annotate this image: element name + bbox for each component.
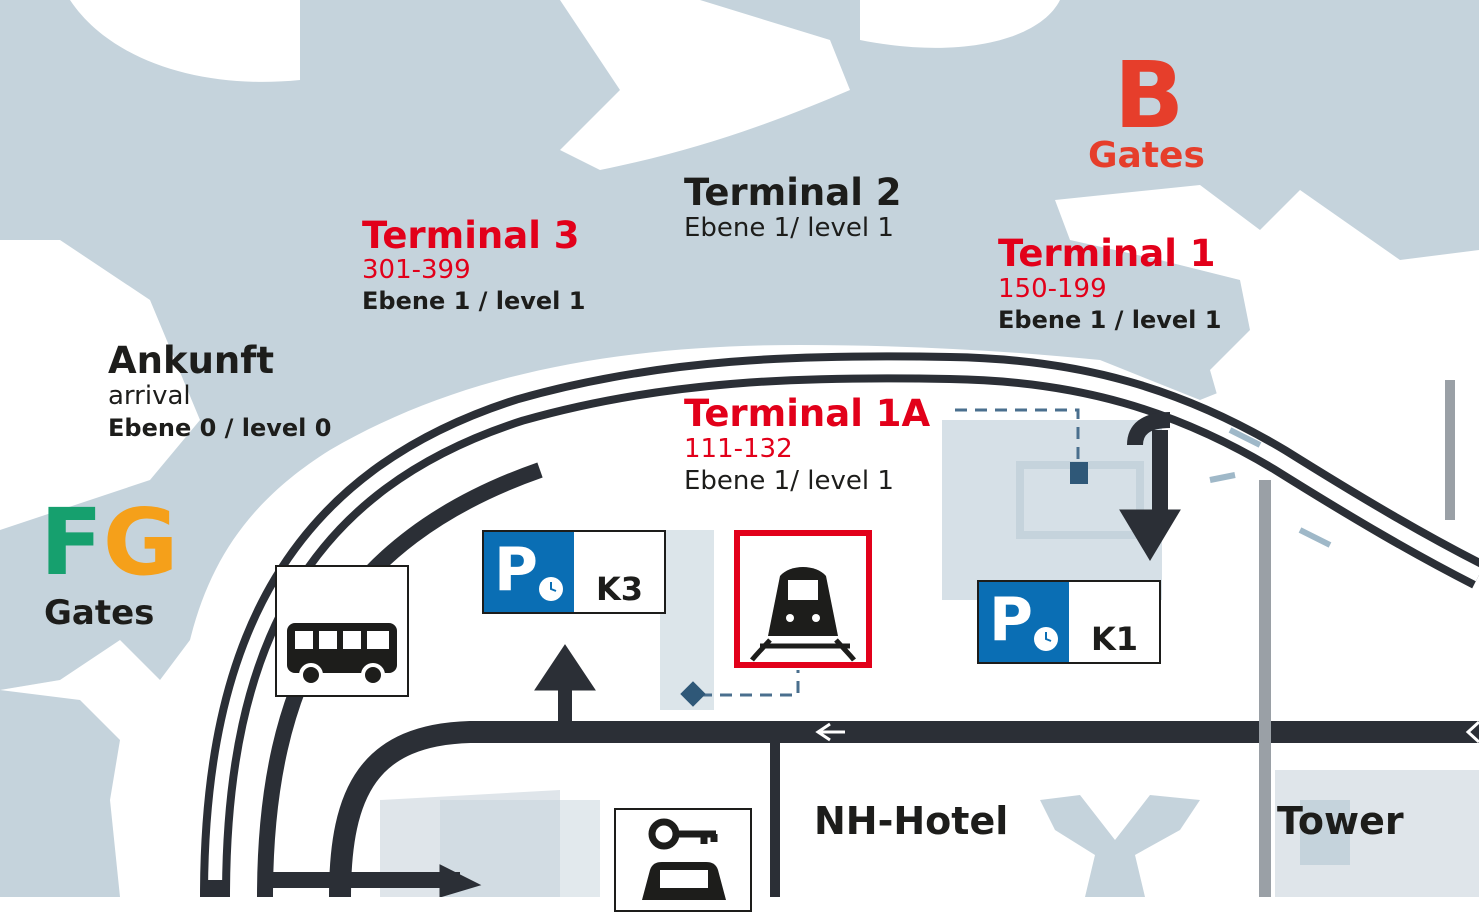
direction-chevrons — [326, 543, 1479, 744]
car-rental-sign — [614, 808, 752, 912]
gates-b-letter: B — [1114, 42, 1185, 149]
terminal-1-level: Ebene 1 / level 1 — [998, 306, 1222, 334]
parking-p-letter: P — [989, 585, 1033, 655]
parking-k1-label: K1 — [1091, 620, 1139, 658]
terminal-1-gates: 150-199 — [998, 274, 1107, 304]
road-arrows — [439, 412, 1181, 897]
terminal-2-level: Ebene 1/ level 1 — [684, 213, 894, 243]
station-marker — [680, 681, 706, 707]
arrival-level: Ebene 0 / level 0 — [108, 414, 332, 442]
arrival-subtitle: arrival — [108, 381, 191, 411]
car-key-icon — [642, 818, 726, 900]
train-station-sign — [734, 530, 872, 668]
bus-stop-sign — [275, 565, 409, 697]
gate-f-letter: F — [40, 489, 103, 596]
terminal-2-title: Terminal 2 — [684, 171, 902, 214]
parking-k3-sign: P K3 — [482, 530, 666, 614]
arrival-title: Ankunft — [108, 339, 275, 382]
gates-fg-letters: FG — [40, 497, 178, 589]
terminal-1-title: Terminal 1 — [998, 232, 1216, 275]
station-marker — [1070, 462, 1088, 484]
bus-icon — [287, 623, 397, 687]
parking-k1-symbol: P — [979, 582, 1069, 662]
nh-hotel-label: NH-Hotel — [814, 799, 1009, 843]
parking-k1-sign: P K1 — [977, 580, 1161, 664]
terminal-1a-gates: 111-132 — [684, 434, 793, 464]
terminal-1a-title: Terminal 1A — [684, 392, 931, 435]
terminal-3-gates: 301-399 — [362, 255, 471, 285]
terminal-3-level: Ebene 1 / level 1 — [362, 287, 586, 315]
train-icon — [750, 567, 856, 662]
connector-lines — [1209, 427, 1332, 548]
gate-g-letter: G — [102, 489, 179, 596]
parking-clock-icon — [539, 577, 563, 601]
gates-b-label: Gates — [1088, 135, 1205, 176]
parking-clock-icon — [1034, 627, 1058, 651]
walkway-paths — [700, 408, 1080, 697]
tower-label: Tower — [1277, 799, 1404, 843]
parking-p-letter: P — [494, 535, 538, 605]
gates-fg-label: Gates — [44, 593, 155, 633]
parking-k3-symbol: P — [484, 532, 574, 612]
parking-k3-label: K3 — [596, 570, 644, 608]
terminal-3-title: Terminal 3 — [362, 214, 580, 257]
terminal-1a-level: Ebene 1/ level 1 — [684, 466, 894, 496]
